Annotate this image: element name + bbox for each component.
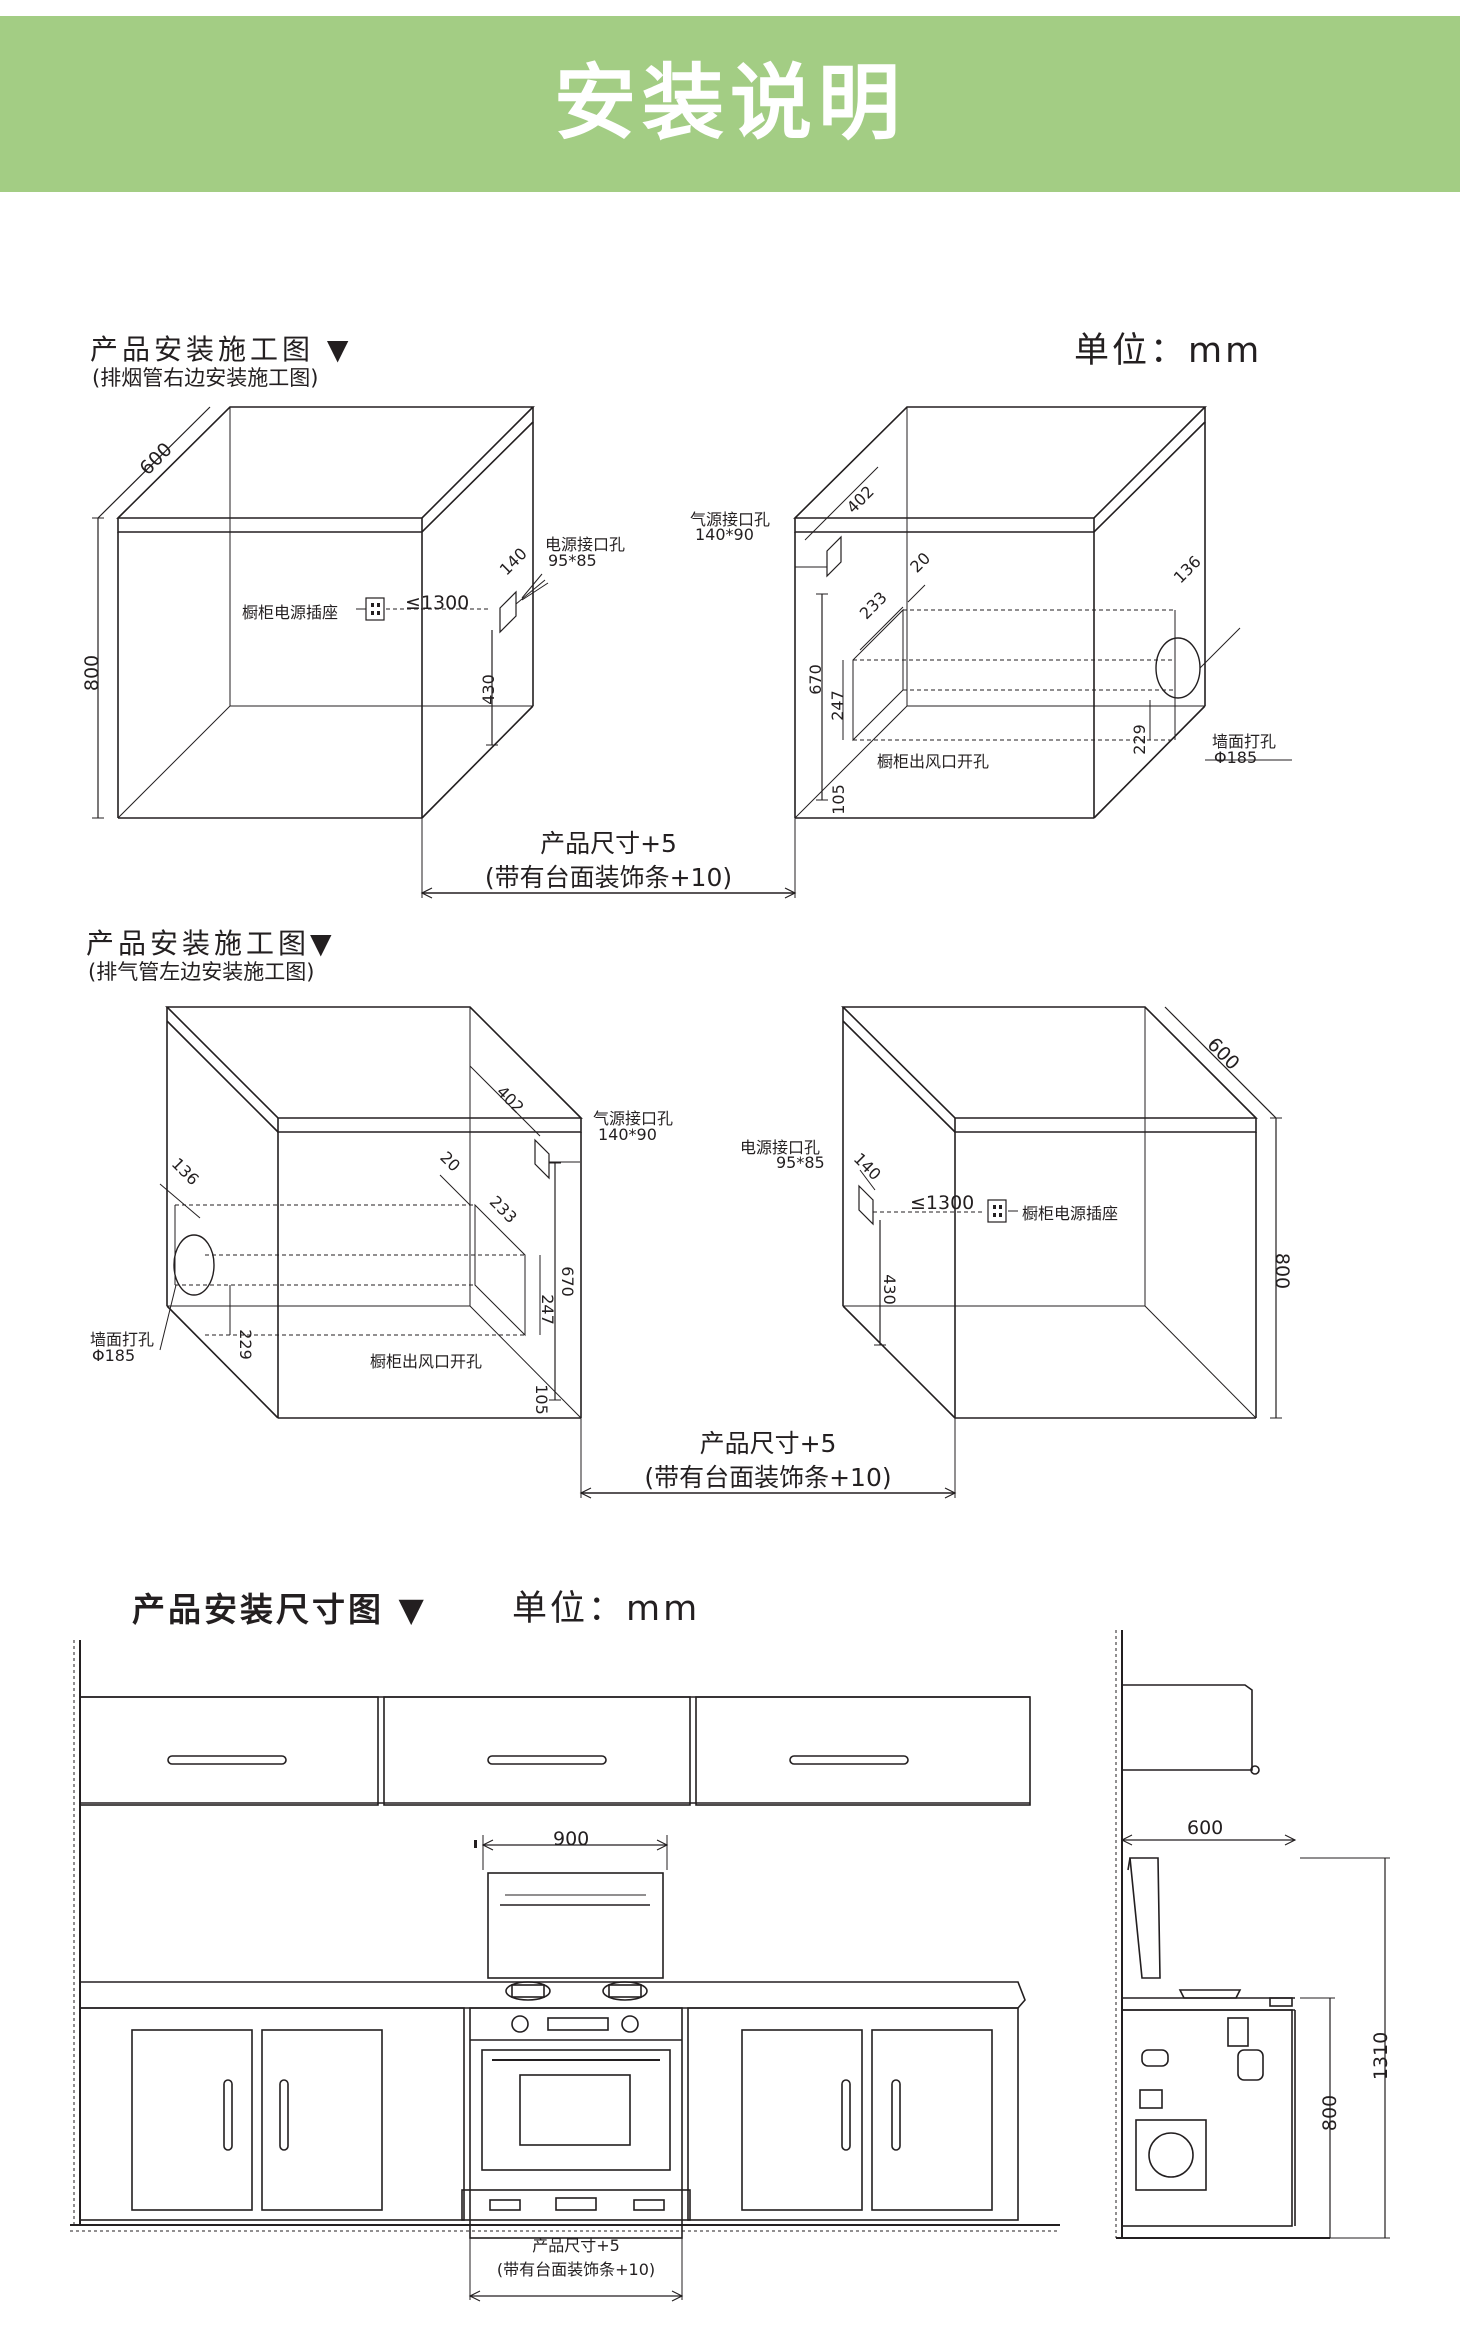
s1-product-size: 产品尺寸+5	[540, 829, 677, 858]
section2-subheading: (排气管左边安装施工图)	[88, 960, 315, 984]
s2-wall-hole-size: Φ185	[92, 1346, 136, 1365]
s3-height-1310: 1310	[1370, 2031, 1393, 2081]
s1-d105: 105	[828, 784, 848, 815]
section3-heading: 产品安装尺寸图 ▼	[132, 1590, 427, 1629]
s1-d247: 247	[827, 690, 847, 721]
s2-power-hole-label: 电源接口孔	[740, 1138, 821, 1157]
s3-product-size: 产品尺寸+5	[532, 2236, 620, 2255]
s1-d670: 670	[805, 664, 825, 695]
section1-unit: 单位：mm	[1074, 331, 1263, 371]
s1-wall-hole-size: Φ185	[1214, 748, 1258, 767]
s1-vent-hole-label: 橱柜出风口开孔	[877, 752, 990, 771]
s1-socket-label: 橱柜电源插座	[242, 603, 339, 622]
page-title: 安装说明	[553, 56, 906, 151]
s2-power-hole-size: 95*85	[776, 1153, 825, 1172]
s1-power-430: 430	[478, 674, 498, 705]
s2-wall-hole-label: 墙面打孔	[90, 1330, 155, 1349]
section1-subheading: (排烟管右边安装施工图)	[92, 366, 319, 390]
s1-gas-hole-size: 140*90	[695, 525, 754, 544]
section1-heading: 产品安装施工图 ▼	[90, 333, 353, 366]
section2-heading: 产品安装施工图▼	[86, 927, 336, 960]
s1-power-hole-label: 电源接口孔	[545, 535, 626, 554]
s1-power-hole-size: 95*85	[548, 551, 597, 570]
product-size-dimension-1	[420, 818, 797, 899]
s2-product-size: 产品尺寸+5	[699, 1429, 837, 1458]
s2-height-label: 800	[1271, 1252, 1294, 1290]
s2-product-size-note: (带有台面装饰条+10)	[644, 1463, 892, 1492]
section3-unit: 单位：mm	[512, 1589, 701, 1629]
s1-height-label: 800	[81, 654, 104, 692]
cabinet-1-right	[793, 406, 1292, 819]
kitchen-side-elevation	[1115, 1630, 1390, 2239]
s1-socket-distance: ≤1300	[405, 592, 470, 614]
s2-d229: 229	[235, 1329, 255, 1360]
cabinet-2-right	[841, 1006, 1282, 1419]
product-size-dimension-2	[579, 1418, 957, 1499]
s2-d105: 105	[531, 1384, 551, 1415]
s1-gas-hole-label: 气源接口孔	[690, 510, 771, 529]
s1-product-size-note: (带有台面装饰条+10)	[484, 863, 733, 892]
s2-d670: 670	[557, 1266, 577, 1297]
s2-gas-hole-size: 140*90	[598, 1125, 657, 1144]
s2-vent-hole-label: 橱柜出风口开孔	[370, 1352, 483, 1371]
s1-wall-hole-label: 墙面打孔	[1212, 732, 1277, 751]
cabinet-1-left	[92, 406, 549, 819]
kitchen-front-elevation	[70, 1640, 1060, 2302]
s3-depth-label: 600	[1187, 1817, 1224, 1839]
title-banner: 安装说明	[0, 16, 1460, 192]
s2-socket-label: 橱柜电源插座	[1022, 1204, 1119, 1223]
s3-product-size-note: (带有台面装饰条+10)	[496, 2260, 656, 2279]
s2-socket-distance: ≤1300	[910, 1192, 975, 1214]
s3-height-800: 800	[1319, 2094, 1342, 2132]
cabinet-2-left	[159, 1006, 583, 1419]
s3-width-label: 900	[553, 1828, 590, 1850]
s1-d229: 229	[1129, 724, 1149, 755]
s2-gas-hole-label: 气源接口孔	[593, 1109, 674, 1128]
s2-power-430: 430	[879, 1274, 899, 1305]
s2-d247: 247	[537, 1294, 557, 1325]
